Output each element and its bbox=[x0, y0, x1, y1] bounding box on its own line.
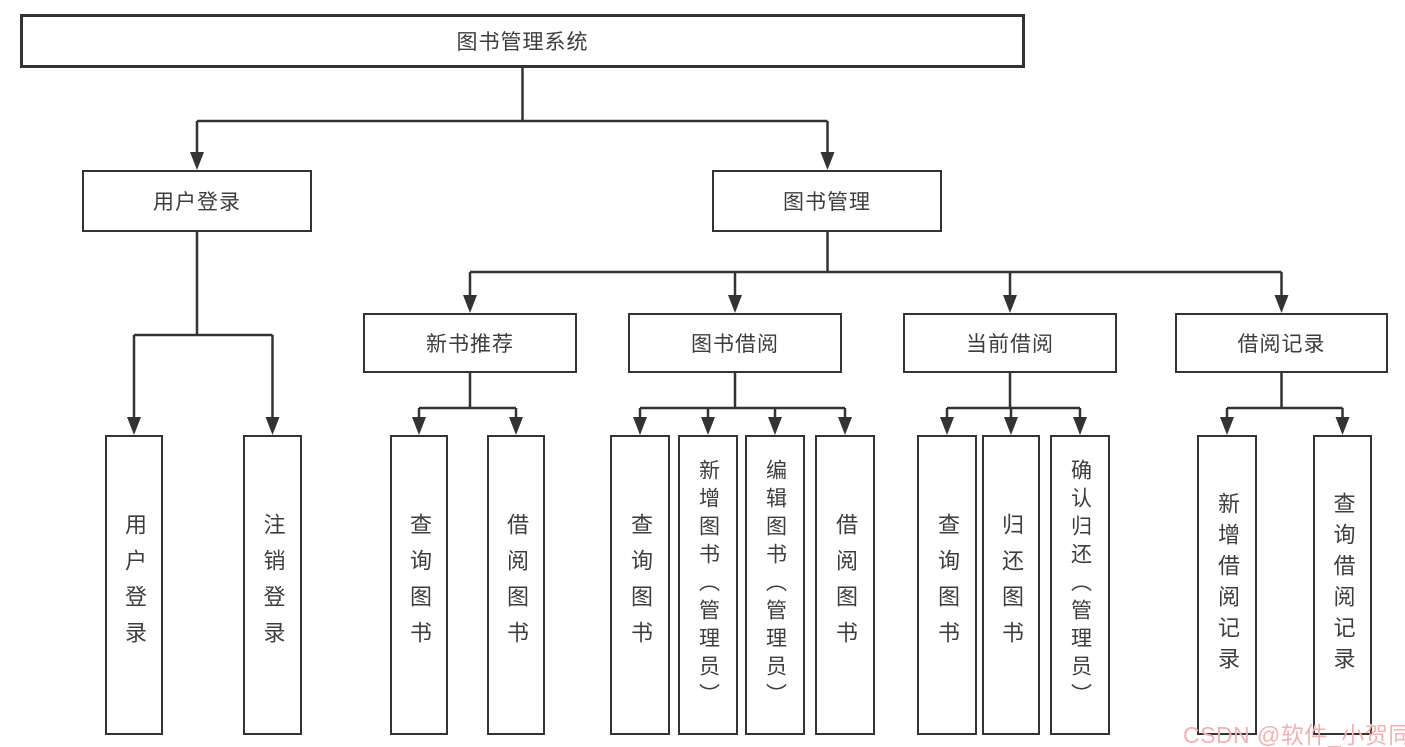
node-root-book-management-system: 图书管理系统 bbox=[20, 14, 1025, 68]
csdn-watermark: CSDN @软件_小贺同学 bbox=[1183, 722, 1405, 747]
leaf-edit-books-admin: 编辑图书（管理员） bbox=[745, 435, 805, 735]
node-borrowing-records: 借阅记录 bbox=[1175, 313, 1388, 373]
leaf-return-books: 归还图书 bbox=[982, 435, 1040, 735]
leaf-add-borrow-record: 新增借阅记录 bbox=[1197, 435, 1257, 735]
leaf-query-borrow-record: 查询借阅记录 bbox=[1313, 435, 1372, 735]
node-new-book-recommend: 新书推荐 bbox=[363, 313, 577, 373]
node-book-management: 图书管理 bbox=[712, 170, 942, 232]
node-book-borrowing: 图书借阅 bbox=[628, 313, 842, 373]
leaf-query-books-current: 查询图书 bbox=[917, 435, 977, 735]
leaf-user-login: 用户登录 bbox=[105, 435, 163, 735]
leaf-query-books-recommend: 查询图书 bbox=[390, 435, 448, 735]
leaf-query-books-borrowing: 查询图书 bbox=[610, 435, 670, 735]
node-current-borrowing: 当前借阅 bbox=[903, 313, 1117, 373]
leaf-add-books-admin: 新增图书（管理员） bbox=[678, 435, 738, 735]
leaf-confirm-return-admin: 确认归还（管理员） bbox=[1050, 435, 1110, 735]
node-user-login: 用户登录 bbox=[82, 170, 312, 232]
leaf-borrow-books-borrowing: 借阅图书 bbox=[815, 435, 875, 735]
leaf-borrow-books-recommend: 借阅图书 bbox=[487, 435, 545, 735]
leaf-logout: 注销登录 bbox=[243, 435, 302, 735]
